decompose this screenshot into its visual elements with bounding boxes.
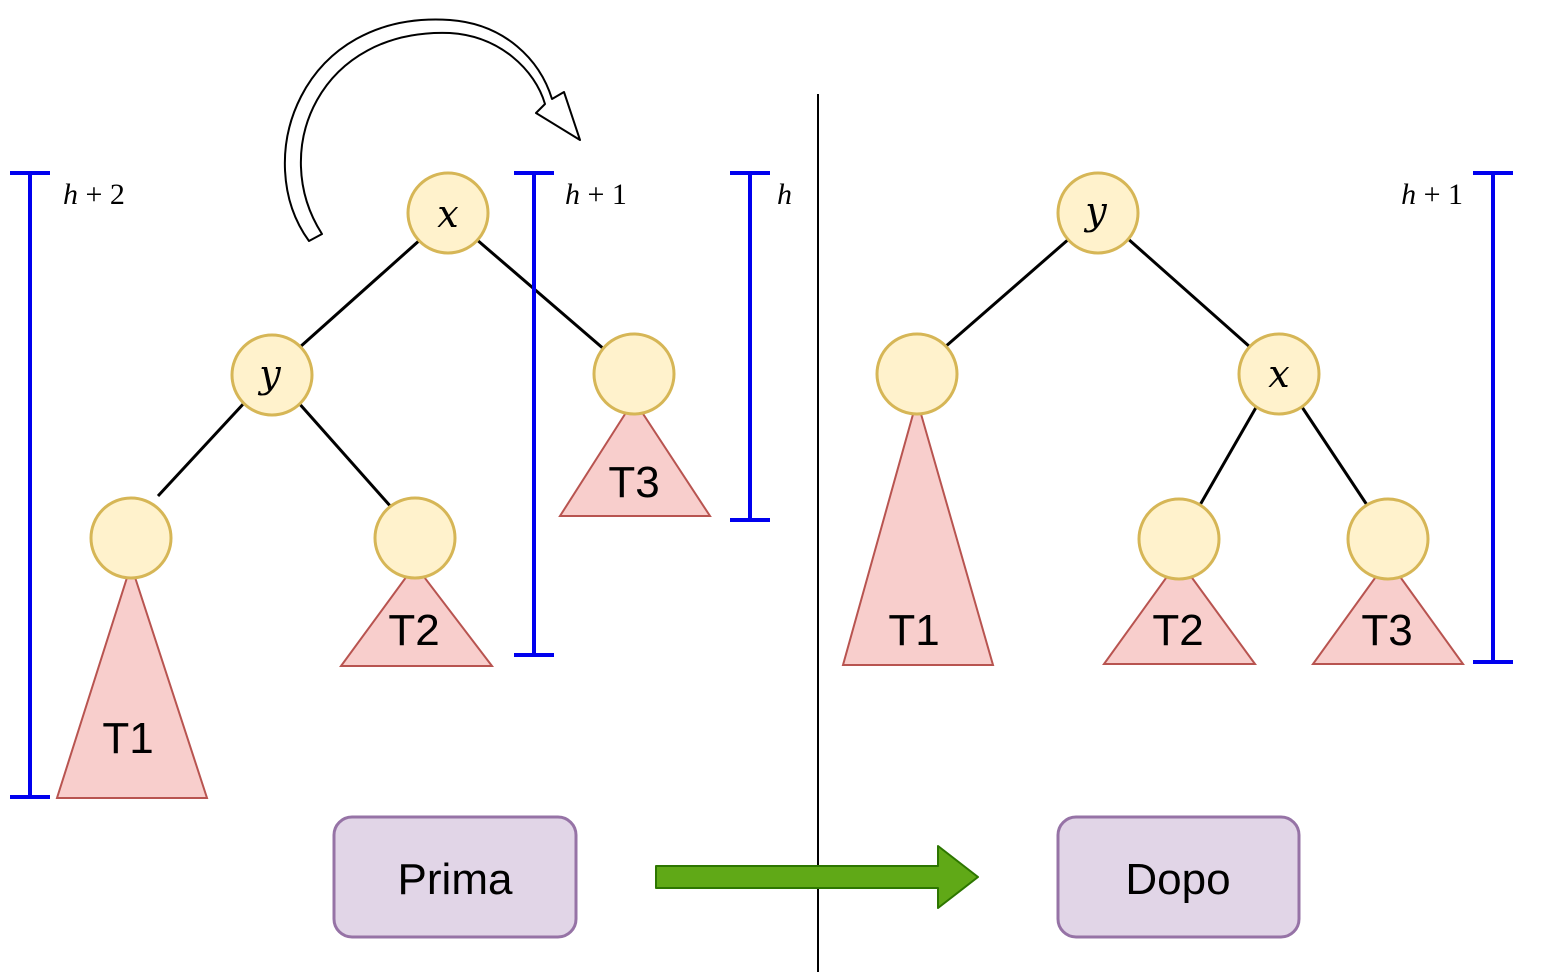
height-label-total: h + 2 [63,178,125,211]
node-y-after [1056,171,1140,255]
height-label-x-subtree: h + 1 [565,178,627,211]
transition-arrow-icon [655,845,979,909]
node-y-after-label: y [1083,189,1107,233]
edge-x-y [299,237,422,349]
subtree-t1-after [841,396,995,666]
edge-y-right [295,400,394,509]
edge-y-x-after [1126,236,1251,349]
node-t2-root [373,496,457,580]
node-t1-root-after [875,332,959,416]
caption-after: Dopo [1125,855,1230,904]
node-x [406,171,490,255]
node-y [230,333,314,417]
node-t3-root [592,332,676,416]
edge-x-left-after [1198,403,1260,506]
caption-box-before [332,815,578,939]
subtree-t2-after [1102,558,1257,665]
height-label-after: h + 1 [1401,178,1463,211]
rotation-arrow-icon [283,18,581,242]
subtree-t2 [339,563,495,667]
caption-box-after [1056,815,1301,939]
subtree-t1-label: T1 [102,714,153,763]
subtree-t3-label: T3 [608,458,659,507]
subtree-t1-after-label: T1 [888,606,939,655]
node-x-after [1237,332,1321,416]
caption-before: Prima [398,855,513,904]
subtree-t3-after-label: T3 [1361,606,1412,655]
node-t3-root-after [1346,497,1430,581]
node-t1-root [89,496,173,580]
edge-y-left [156,399,248,498]
height-bracket-total [10,171,50,799]
before-tree: x y T1 T2 T3 h + 2 h + 1 h Prima [10,18,792,939]
subtree-t2-after-label: T2 [1152,606,1203,655]
subtree-t2-label: T2 [388,606,439,655]
node-x-label: x [437,192,458,236]
node-t2-root-after [1137,497,1221,581]
subtree-t3-after [1311,558,1465,665]
height-bracket-x-subtree [514,171,554,657]
subtree-t1 [55,561,209,799]
edge-y-left-after [944,236,1071,349]
edge-x-right [475,237,606,352]
height-bracket-after [1473,171,1513,664]
edge-x-right-after [1298,403,1369,506]
height-bracket-t3 [730,171,770,522]
after-tree: y x T1 T2 T3 h + 1 Dopo [841,171,1513,939]
height-label-t3: h [777,178,792,211]
subtree-t3 [558,398,712,517]
node-x-after-label: x [1268,352,1289,396]
node-y-label: y [257,352,281,396]
